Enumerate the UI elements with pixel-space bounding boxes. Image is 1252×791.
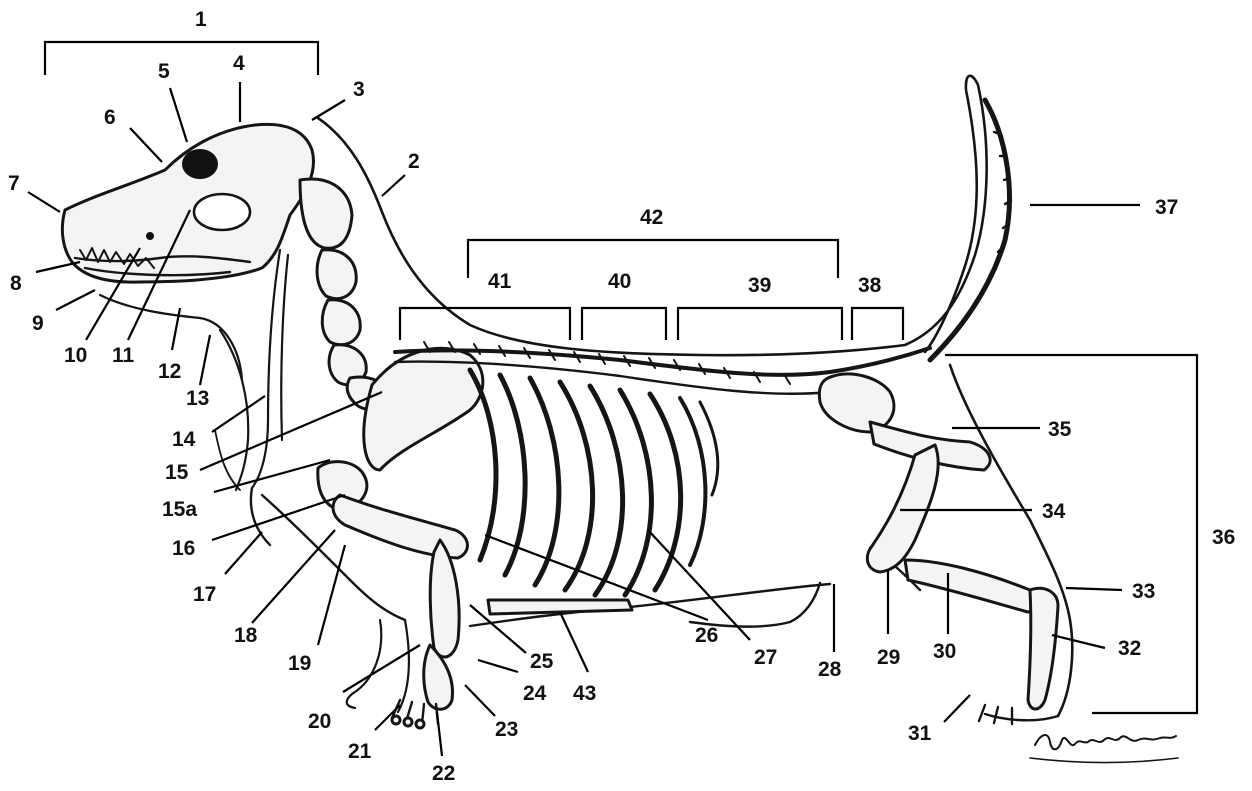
label-12: 12 <box>158 360 181 383</box>
label-8: 8 <box>10 272 22 295</box>
label-1: 1 <box>195 8 207 31</box>
label-20: 20 <box>308 710 331 733</box>
label-37: 37 <box>1155 196 1178 219</box>
label-19: 19 <box>288 652 311 675</box>
label-6: 6 <box>104 106 116 129</box>
hindlimb <box>819 374 1058 724</box>
label-43: 43 <box>573 682 596 705</box>
label-42: 42 <box>640 206 663 229</box>
label-41: 41 <box>488 270 512 293</box>
label-30: 30 <box>933 640 956 663</box>
label-38: 38 <box>858 274 882 297</box>
label-17: 17 <box>193 583 216 606</box>
label-39: 39 <box>748 274 771 297</box>
label-10: 10 <box>64 344 87 367</box>
label-29: 29 <box>877 646 900 669</box>
label-5: 5 <box>158 60 170 83</box>
cervical-vertebrae <box>300 179 388 409</box>
label-3: 3 <box>353 78 365 101</box>
label-36: 36 <box>1212 526 1235 549</box>
label-26: 26 <box>695 624 718 647</box>
label-15a: 15a <box>162 498 197 521</box>
label-27: 27 <box>754 646 777 669</box>
label-34: 34 <box>1042 500 1066 523</box>
label-21: 21 <box>348 740 372 763</box>
label-22: 22 <box>432 762 455 785</box>
label-24: 24 <box>523 682 547 705</box>
skull <box>62 124 313 282</box>
label-35: 35 <box>1048 418 1072 441</box>
label-14: 14 <box>172 428 196 451</box>
label-40: 40 <box>608 270 631 293</box>
label-9: 9 <box>32 312 44 335</box>
artist-signature <box>1030 735 1178 763</box>
label-4: 4 <box>233 52 245 75</box>
orbit <box>182 149 218 179</box>
label-25: 25 <box>530 650 554 673</box>
label-32: 32 <box>1118 637 1141 660</box>
label-18: 18 <box>234 624 258 647</box>
label-31: 31 <box>908 722 932 745</box>
label-11: 11 <box>112 344 135 367</box>
label-13: 13 <box>186 387 209 410</box>
label-16: 16 <box>172 537 195 560</box>
label-2: 2 <box>408 150 420 173</box>
label-33: 33 <box>1132 580 1155 603</box>
label-7: 7 <box>8 172 20 195</box>
label-15: 15 <box>165 461 189 484</box>
forelimb <box>318 348 483 728</box>
label-28: 28 <box>818 658 842 681</box>
label-23: 23 <box>495 718 518 741</box>
zygomatic-arch <box>194 194 250 230</box>
